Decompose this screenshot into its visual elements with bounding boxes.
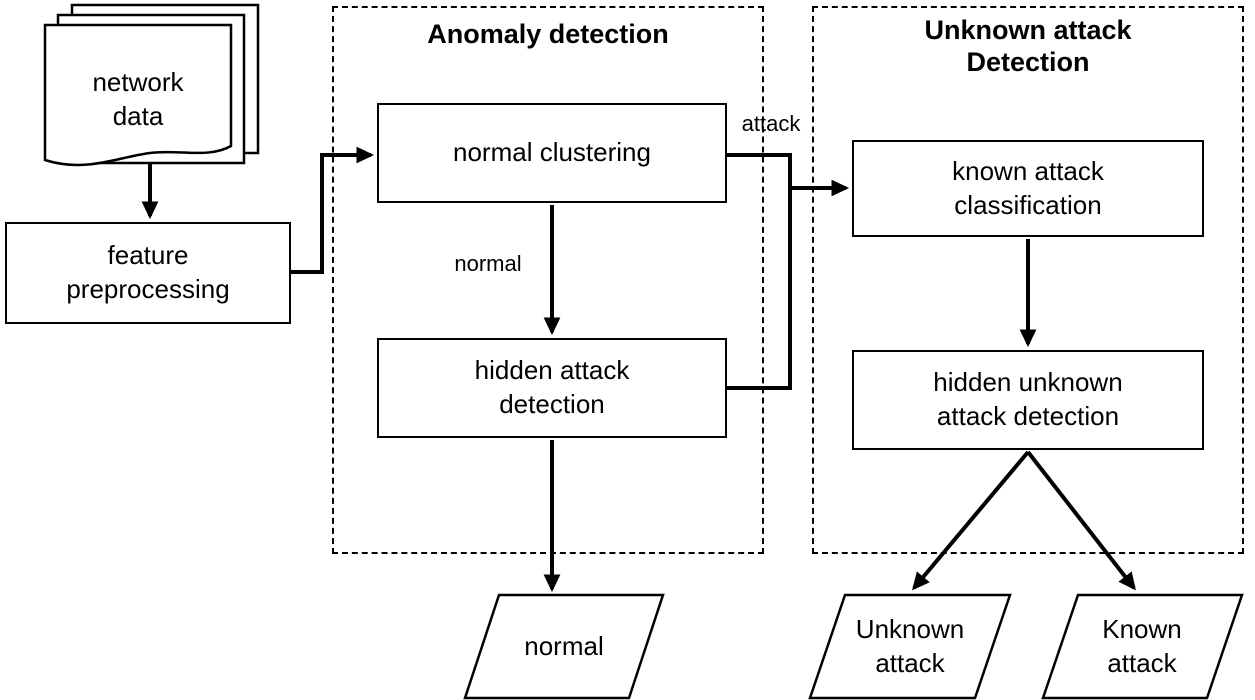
edge-attack-junction [727, 153, 850, 390]
known-attack-output-shape [1041, 593, 1244, 700]
known-attack-output-label: Known attack [1102, 613, 1182, 678]
unknown-attack-output-shape [808, 593, 1012, 700]
edge-hiddenunknown-to-known-output [1026, 450, 1136, 591]
normal-output-shape [463, 593, 665, 700]
normal-output-label: normal [524, 630, 604, 661]
group-anomaly-detection [332, 6, 764, 554]
group-unknown-attack-detection [812, 6, 1244, 554]
node-feature-preprocessing: feature preprocessing [5, 222, 291, 324]
edge-label-normal: normal [454, 251, 522, 276]
network-data-document-icon [43, 3, 260, 167]
document-page-front [43, 23, 233, 167]
edge-preprocessing-to-clustering [291, 146, 375, 274]
unknown-attack-output-label: Unknown attack [855, 613, 965, 678]
group-anomaly-detection-title: Anomaly detection [427, 19, 669, 49]
edge-hiddenunknown-to-unknown-output [912, 450, 1030, 591]
group-unknown-attack-detection-title: Unknown attack Detection [924, 15, 1132, 78]
node-hidden-unknown-attack-detection: hidden unknown attack detection [852, 350, 1204, 450]
node-normal-clustering: normal clustering [377, 103, 727, 203]
node-network-data-label: network data [92, 67, 184, 131]
edge-label-attack: attack [741, 111, 801, 136]
node-known-attack-classification: known attack classification [852, 140, 1204, 237]
node-hidden-attack-detection: hidden attack detection [377, 338, 727, 438]
